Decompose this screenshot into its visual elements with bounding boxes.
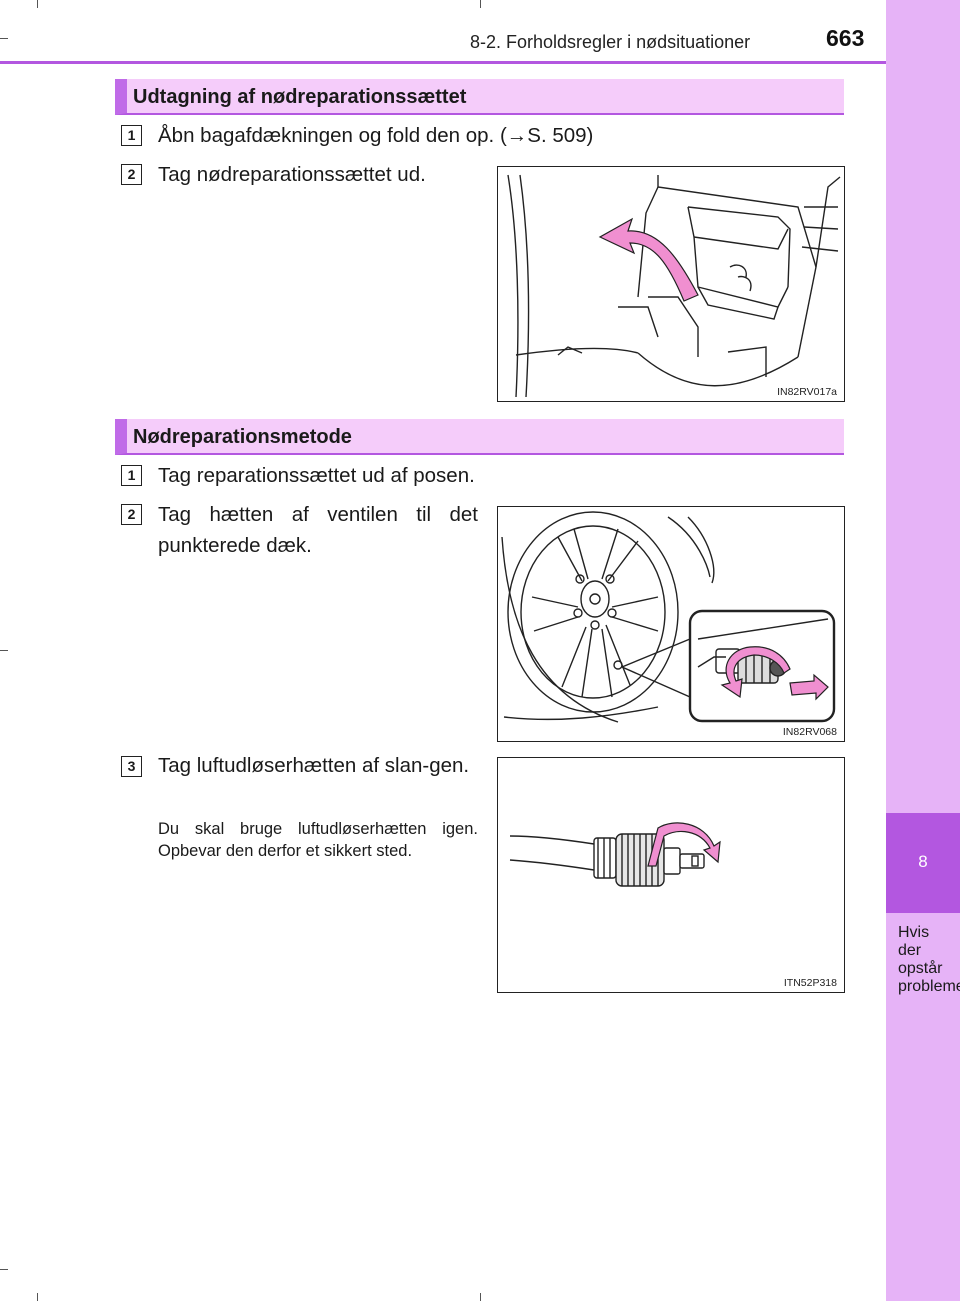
hose-illustration xyxy=(509,822,721,887)
step-text: Tag luftudløserhætten af slan-gen. xyxy=(158,754,470,777)
step-number: 3 xyxy=(121,756,142,777)
step-text: Tag nødreparationssættet ud. xyxy=(158,163,426,186)
step-number: 1 xyxy=(121,125,142,146)
crop-mark xyxy=(480,0,481,8)
step-number: 2 xyxy=(121,164,142,185)
page-number: 663 xyxy=(826,25,865,51)
step-number: 1 xyxy=(121,465,142,486)
crop-mark xyxy=(37,1293,38,1301)
crop-mark xyxy=(0,650,8,651)
crop-mark xyxy=(37,0,38,8)
figure-code: ITN52P318 xyxy=(782,977,838,989)
chapter-title: Hvis der opstår problemer xyxy=(898,924,960,995)
figure-hose-cap: ITN52P318 xyxy=(497,757,845,993)
section-heading-repair-method: Nødreparationsmetode xyxy=(115,419,844,455)
chapter-title-wrap: Hvis der opstår problemer xyxy=(898,924,960,1164)
step-text: Tag reparationssættet ud af posen. xyxy=(158,464,475,487)
wheel-illustration xyxy=(501,511,836,723)
header-section-title: 8-2. Forholdsregler i nødsituationer xyxy=(470,32,751,52)
header-rule xyxy=(0,61,886,64)
crop-mark xyxy=(480,1293,481,1301)
note-text: Du skal bruge luftudløserhætten igen. Op… xyxy=(158,820,478,860)
step-text: Tag hætten af ventilen til det punktered… xyxy=(158,503,478,557)
step-number: 2 xyxy=(121,504,142,525)
rotate-arrow-icon xyxy=(720,646,791,699)
figure-code: IN82RV017a xyxy=(776,386,838,398)
chapter-number: 8 xyxy=(918,852,928,871)
step-text: Åbn bagafdækningen og fold den op. (→S. … xyxy=(158,124,594,147)
chapter-side-tab: 8 xyxy=(886,0,960,1301)
trunk-illustration xyxy=(507,174,841,398)
section-heading-removal: Udtagning af nødreparationssættet xyxy=(115,79,844,115)
pull-arrow-icon xyxy=(789,673,829,701)
section-title: Nødreparationsmetode xyxy=(133,426,352,448)
crop-mark xyxy=(0,38,8,39)
section-title: Udtagning af nødreparationssættet xyxy=(133,86,467,108)
curved-arrow-icon xyxy=(598,217,699,302)
figure-valve-cap: IN82RV068 xyxy=(497,506,845,742)
figure-remove-kit: IN82RV017a xyxy=(497,166,845,402)
crop-mark xyxy=(0,1269,8,1270)
figure-code: IN82RV068 xyxy=(781,726,838,738)
rotate-arrow-icon xyxy=(647,822,721,867)
chapter-number-box xyxy=(886,813,960,913)
